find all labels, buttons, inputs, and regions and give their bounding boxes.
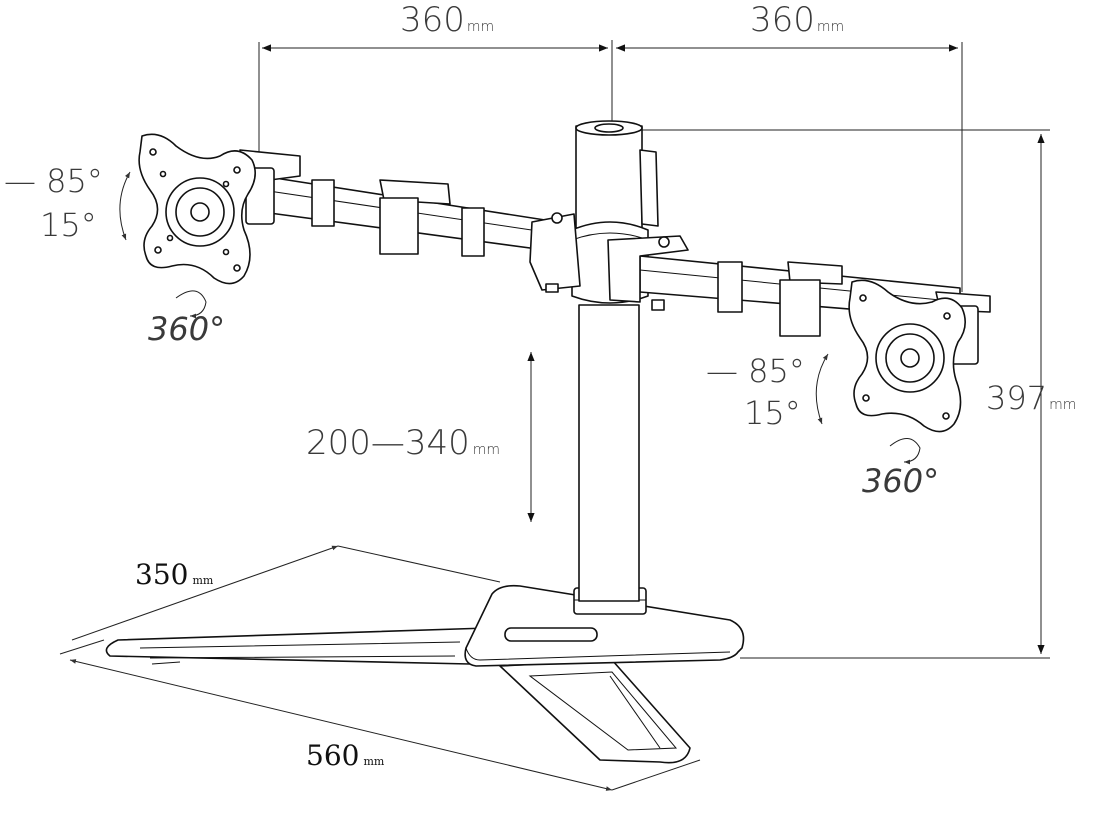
right-rotate-label: 360°: [862, 462, 939, 500]
right-vesa-plate: [848, 279, 966, 433]
left-vesa-plate: [138, 133, 256, 285]
left-tilt-down-label: 15°: [40, 206, 97, 244]
desk-base: [105, 584, 745, 764]
right-tilt-up-label: — 85°: [706, 352, 805, 390]
dimension-lines: [59, 40, 1050, 791]
right-tilt-down-label: 15°: [744, 394, 801, 432]
rotation-indicators: [119, 171, 921, 465]
left-tilt-up-label: — 85°: [4, 162, 103, 200]
support-pole: [571, 120, 659, 615]
left-rotate-label: 360°: [148, 310, 225, 348]
left-arm: [239, 149, 581, 293]
